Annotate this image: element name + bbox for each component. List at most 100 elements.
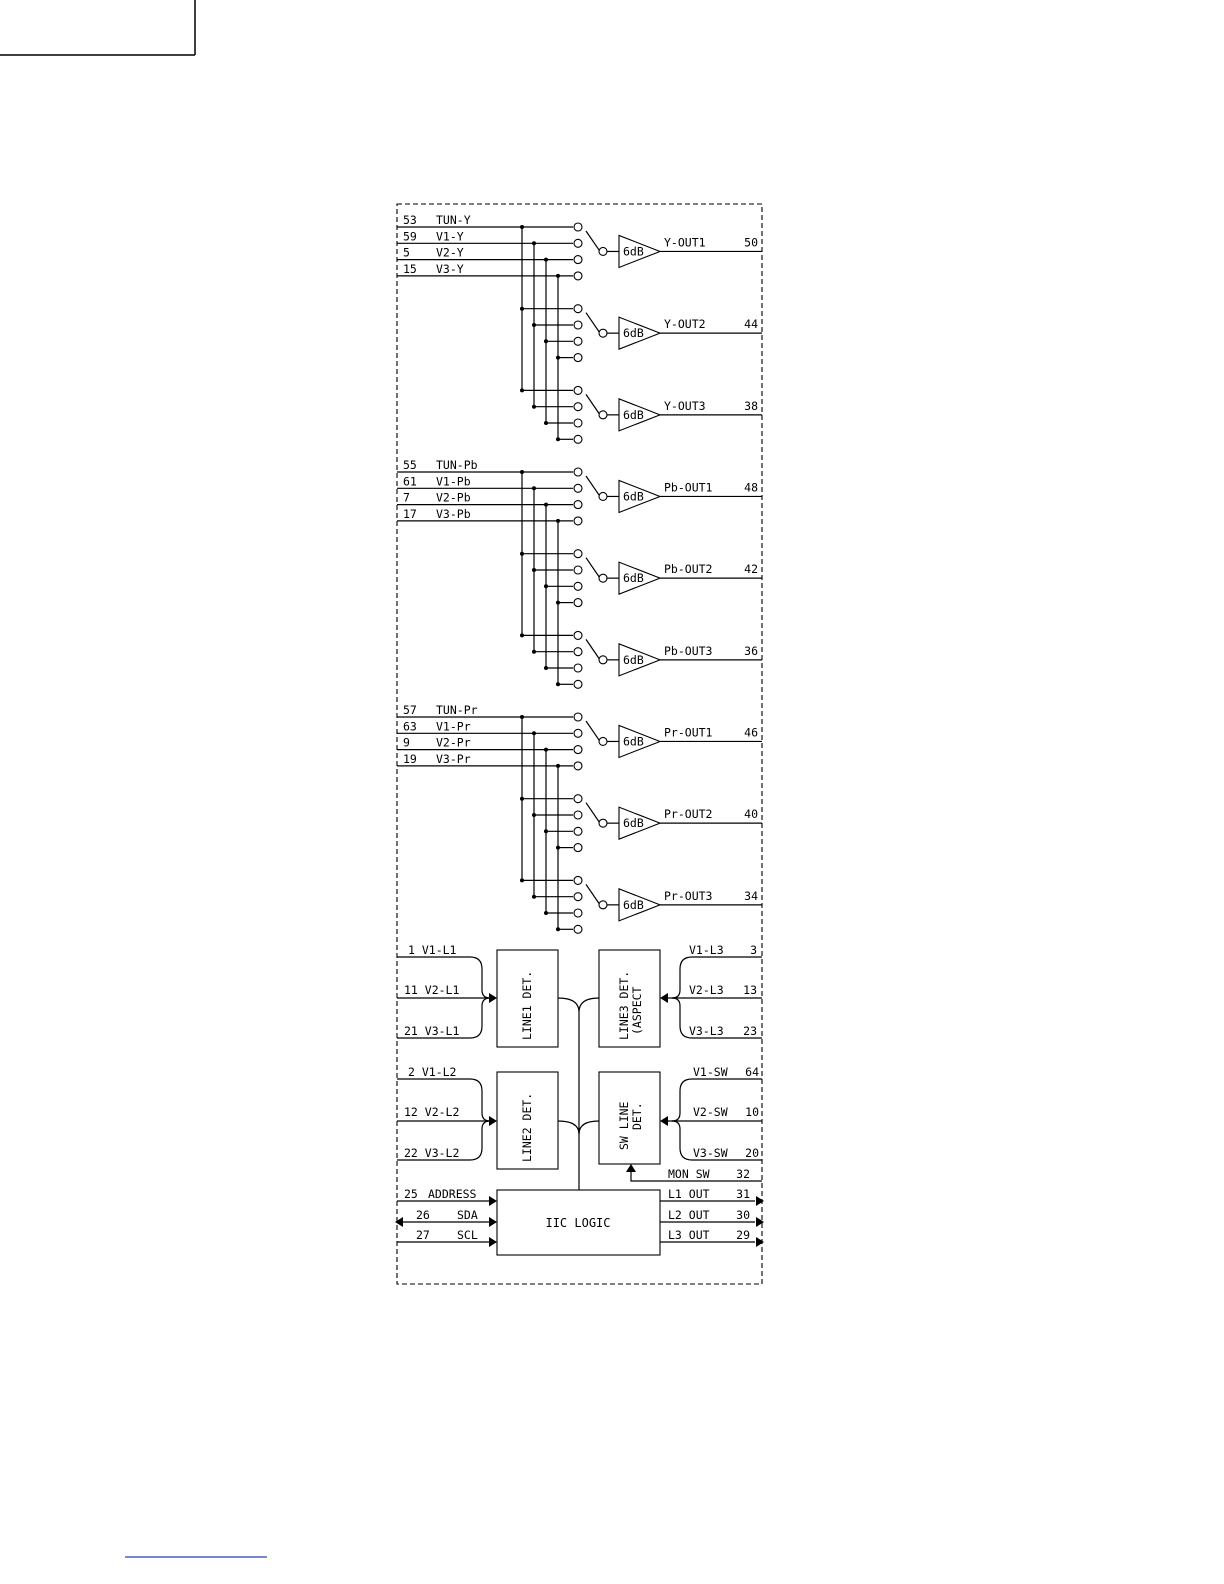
sw-input-3-name: V3-SW [693,1146,728,1160]
l2-input-1: 2 V1-L2 [408,1065,456,1079]
switch-pivot [598,736,608,747]
switch-terminal [573,679,583,689]
internal-bus [557,997,600,1190]
switch-terminal [573,598,583,608]
input-name-Pb-1: V1-Pb [436,474,471,488]
switch-pivot [598,573,608,583]
input-pin-Pb-2: 7 [403,491,410,505]
output-pin-Pb-2: 36 [744,644,758,658]
switch-terminal [573,320,583,330]
switch-arm [585,312,601,334]
input-name-Pb-0: TUN-Pb [436,458,478,472]
switch-pivot [598,900,608,910]
switch-arm [585,639,601,661]
switch-terminal [573,728,583,738]
input-name-Y-1: V1-Y [436,229,464,243]
input-pin-Pr-3: 19 [403,752,417,766]
amplifier-label: 6dB [623,653,644,667]
switch-arm [585,230,601,252]
mon-sw-wire [630,1172,762,1182]
scl-name: SCL [457,1228,478,1242]
input-arrow [489,1116,497,1126]
sw-det-label-a: SW LINE [617,1101,631,1150]
input-arrow [660,993,668,1003]
output-name-Pr-0: Pr-OUT1 [664,725,713,739]
amplifier-triangle [618,398,662,432]
input-pin-Pb-3: 17 [403,507,417,521]
line1-det-label: LINE1 DET. [520,971,534,1040]
amplifier-label: 6dB [623,244,644,258]
switch-terminal [573,336,583,346]
output-pin-Y-1: 44 [744,317,758,331]
switch-terminal [573,549,583,559]
output-name-Pb-2: Pb-OUT3 [664,644,713,658]
switch-terminal [573,924,583,934]
switch-terminal [573,402,583,412]
input-name-Pr-3: V3-Pr [436,752,471,766]
switch-pivot [598,818,608,828]
switch-terminal [573,434,583,444]
output-name-Pb-0: Pb-OUT1 [664,480,713,494]
page-corner-frame [0,0,196,56]
input-name-Pb-3: V3-Pb [436,507,471,521]
amplifier-label: 6dB [623,571,644,585]
amplifier-triangle [618,234,662,269]
line3-det-block [598,949,661,1048]
input-name-Y-0: TUN-Y [436,213,471,227]
switch-terminal [573,353,583,363]
l3-input-1-pin: 3 [750,943,757,957]
io-wiring [395,956,764,1247]
sw-input-2-name: V2-SW [693,1105,728,1119]
logic-out-arrow-2 [756,1237,764,1247]
amplifier-label: 6dB [623,326,644,340]
l3-input-1-name: V1-L3 [689,943,724,957]
switch-terminal [573,418,583,428]
line3-det-label: LINE3 DET. [617,971,631,1040]
switch-terminal [573,238,583,248]
amplifier-triangle [618,806,662,840]
line3-detector: LINE3 DET. (ASPECT [598,949,661,1048]
amplifier-triangle [618,724,662,759]
l1-out-name: L1 OUT [668,1187,710,1201]
switch-pivot [598,491,608,502]
output-pin-Pr-0: 46 [744,725,758,739]
output-name-Y-2: Y-OUT3 [664,399,706,413]
switch-arm [585,394,601,416]
switch-terminal [573,875,583,885]
output-name-Pb-1: Pb-OUT2 [664,562,712,576]
switch-terminal [573,745,583,755]
switch-terminal [573,794,583,804]
switch-terminal [573,271,583,281]
l1-input-2: 11 V2-L1 [404,983,459,997]
switch-terminal [573,581,583,591]
scl-arrow [489,1237,497,1247]
input-pin-Pb-0: 55 [403,458,417,472]
sw-line-detector: SW LINE DET. [598,1071,661,1165]
input-pin-Pr-2: 9 [403,736,410,750]
switch-terminal [573,222,583,232]
line1-detector: LINE1 DET. [496,949,559,1048]
right-bracket-bottom [671,1120,762,1161]
switch-pivot [598,655,608,665]
right-bracket-top [671,1078,762,1122]
sda-pin: 26 [416,1208,430,1222]
switch-terminal [573,810,583,820]
switch-pivot [598,328,608,338]
left-bracket-top [397,956,491,999]
switch-terminal [573,826,583,836]
switch-terminal [573,647,583,657]
switch-terminal [573,304,583,314]
input-name-Pr-0: TUN-Pr [436,703,478,717]
amplifier-label: 6dB [623,408,644,422]
input-arrow [489,993,497,1003]
switch-pivot [598,410,608,420]
right-bracket-bottom [671,997,762,1039]
switch-terminal [573,483,583,493]
switch-arm [585,802,601,824]
l2-input-2: 12 V2-L2 [404,1105,459,1119]
input-pin-Pr-0: 57 [403,703,417,717]
sw-input-3-pin: 20 [745,1146,759,1160]
